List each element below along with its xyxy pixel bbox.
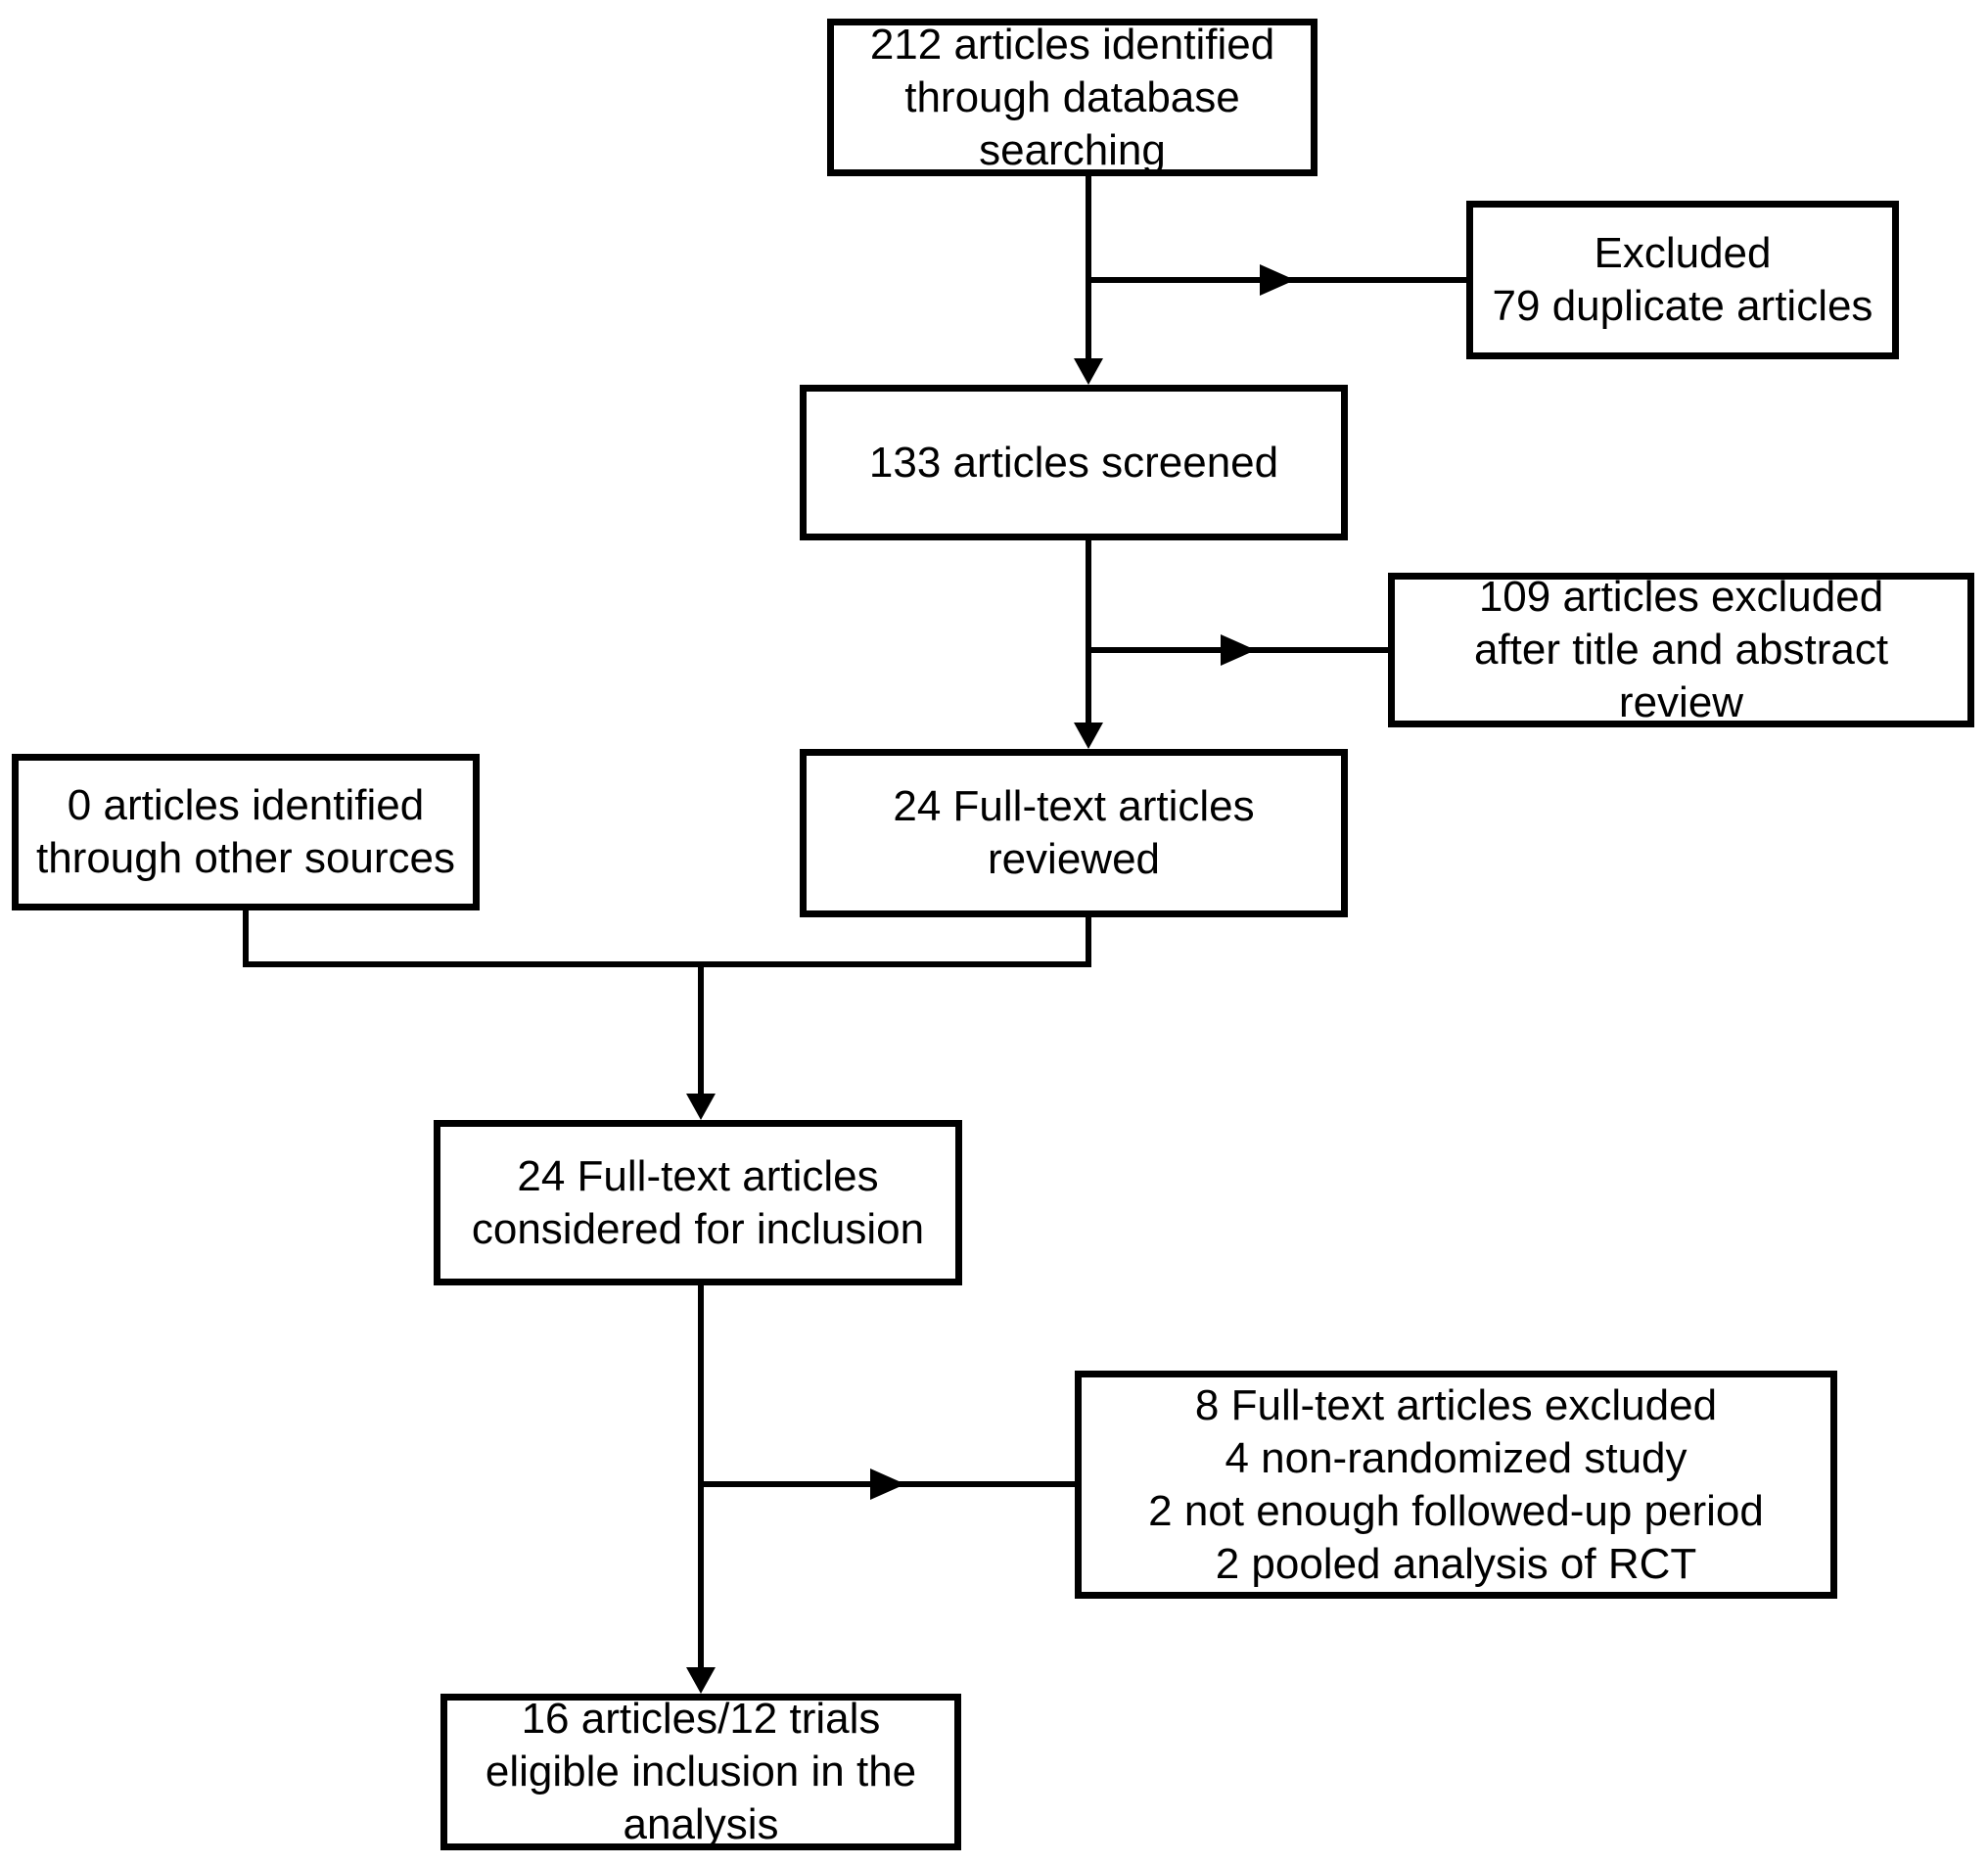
- arrowhead-to-fulltext-excluded-icon: [870, 1469, 905, 1500]
- node-excluded-title-abstract-text: 109 articles excluded after title and ab…: [1473, 573, 1889, 726]
- node-articles-screened-text: 133 articles screened: [868, 438, 1279, 487]
- node-fulltext-reviewed: 24 Full-text articles reviewed: [800, 749, 1348, 917]
- arrowhead-identified-to-screened-icon: [1074, 358, 1103, 385]
- node-fulltext-reviewed-text: 24 Full-text articles reviewed: [893, 782, 1255, 883]
- node-identified-other-sources: 0 articles identified through other sour…: [12, 754, 480, 910]
- node-identified-database: 212 articles identified through database…: [827, 19, 1318, 176]
- node-eligible-analysis: 16 articles/12 trials eligible inclusion…: [440, 1694, 961, 1850]
- arrowhead-merge-to-considered-icon: [686, 1094, 716, 1120]
- node-eligible-analysis-text: 16 articles/12 trials eligible inclusion…: [485, 1695, 917, 1848]
- arrowhead-to-excluded-title-abstract-icon: [1221, 634, 1256, 666]
- node-identified-other-sources-text: 0 articles identified through other sour…: [35, 781, 456, 882]
- node-excluded-duplicates: Excluded 79 duplicate articles: [1466, 201, 1899, 359]
- node-excluded-title-abstract: 109 articles excluded after title and ab…: [1388, 573, 1974, 727]
- node-identified-database-text: 212 articles identified through database…: [869, 20, 1275, 174]
- node-fulltext-considered-text: 24 Full-text articles considered for inc…: [471, 1151, 925, 1253]
- arrowhead-to-excluded-duplicates-icon: [1260, 264, 1295, 296]
- node-excluded-duplicates-text: Excluded 79 duplicate articles: [1492, 229, 1873, 330]
- node-fulltext-excluded-text: 8 Full-text articles excluded 4 non-rand…: [1148, 1380, 1764, 1588]
- connector-merge: [243, 910, 1091, 967]
- arrowhead-considered-to-eligible-icon: [686, 1667, 716, 1694]
- arrowhead-screened-to-reviewed-icon: [1074, 723, 1103, 749]
- node-fulltext-considered: 24 Full-text articles considered for inc…: [434, 1120, 962, 1285]
- node-articles-screened: 133 articles screened: [800, 385, 1348, 540]
- node-fulltext-excluded: 8 Full-text articles excluded 4 non-rand…: [1075, 1371, 1837, 1599]
